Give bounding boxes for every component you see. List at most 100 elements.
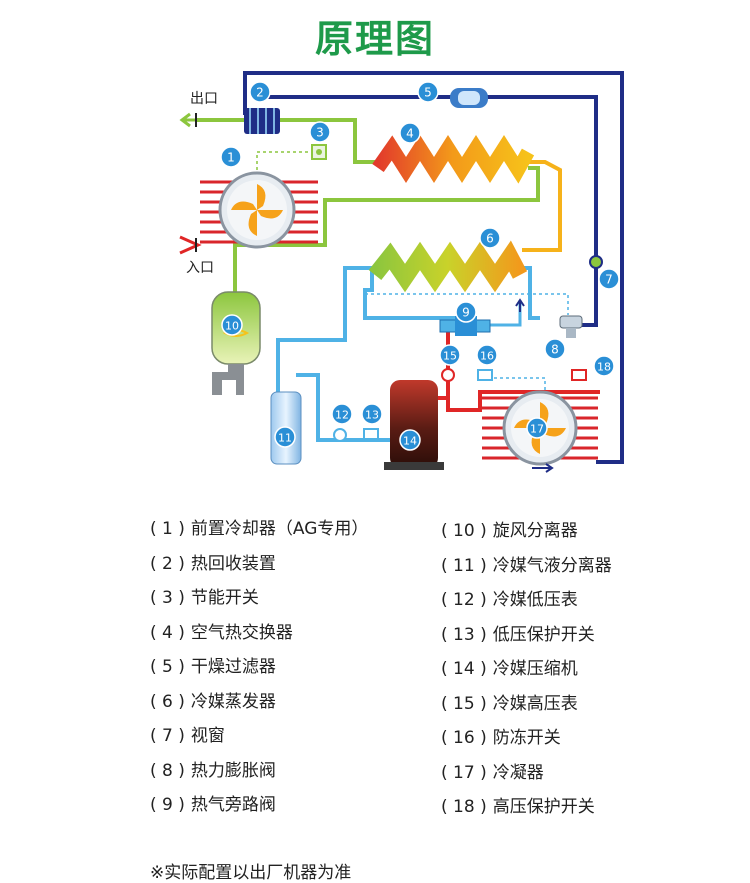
marker-5: 5: [417, 81, 439, 103]
legend-text: 干燥过滤器: [190, 657, 276, 677]
legend-text: 视窗: [190, 726, 225, 746]
air-heat-exchanger: [372, 134, 535, 184]
legend-text: 空气热交换器: [190, 622, 293, 643]
legend-text: 冷凝器: [492, 762, 544, 783]
legend-item: ( 10 )旋风分离器: [441, 514, 612, 549]
marker-label: 11: [278, 432, 292, 445]
marker-1: 1: [220, 146, 242, 168]
legend-text: 旋风分离器: [492, 521, 578, 541]
marker-label: 10: [225, 320, 239, 333]
marker-label: 7: [605, 273, 613, 287]
pre-cooler: [200, 171, 318, 249]
refrigerant-evaporator: [368, 240, 528, 293]
legend-number: ( 14 ): [441, 659, 487, 679]
marker-9: 9: [455, 301, 477, 323]
legend-text: 冷媒气液分离器: [492, 555, 612, 576]
arrow-up: [515, 298, 525, 312]
marker-14: 14: [399, 429, 421, 451]
refrigerant-compressor: [384, 380, 444, 470]
legend-text: 热气旁路阀: [190, 795, 276, 815]
marker-label: 9: [462, 306, 470, 320]
marker-label: 3: [316, 126, 324, 140]
outlet-arrow: [179, 112, 195, 128]
high-pressure-gauge: [441, 368, 455, 382]
legend-item: ( 12 )冷媒低压表: [441, 583, 612, 618]
legend-number: ( 18 ): [441, 797, 487, 817]
cyclone-separator: [211, 291, 261, 395]
marker-label: 12: [335, 409, 349, 422]
marker-2: 2: [249, 81, 271, 103]
marker-3: 3: [309, 121, 331, 143]
marker-8: 8: [544, 338, 566, 360]
marker-17: 17: [526, 417, 548, 439]
marker-label: 17: [530, 423, 544, 436]
low-pressure-switch: [363, 428, 379, 440]
legend-right-column: ( 10 )旋风分离器( 11 )冷媒气液分离器( 12 )冷媒低压表( 13 …: [441, 514, 612, 825]
legend-item: ( 7 )视窗: [150, 719, 368, 754]
marker-13: 13: [361, 403, 383, 425]
legend-text: 冷媒高压表: [492, 693, 578, 714]
legend-item: ( 4 )空气热交换器: [150, 616, 368, 651]
marker-label: 8: [551, 343, 559, 357]
suction-line: [522, 266, 540, 320]
legend-number: ( 6 ): [150, 691, 185, 712]
marker-7: 7: [598, 268, 620, 290]
legend-text: 防冻开关: [492, 728, 561, 748]
legend-item: ( 17 )冷凝器: [441, 756, 612, 791]
marker-label: 2: [256, 86, 264, 100]
refrigerant-line-navy: [243, 71, 624, 464]
outlet-label: 出口: [190, 91, 218, 107]
legend-text: 冷媒蒸发器: [190, 691, 276, 712]
legend-number: ( 17 ): [441, 762, 487, 783]
legend-number: ( 13 ): [441, 624, 487, 645]
inlet-label: 入口: [186, 260, 214, 276]
page-title: 原理图: [314, 16, 435, 61]
hot-gas-line: [515, 160, 562, 252]
marker-18: 18: [593, 355, 615, 377]
legend-number: ( 10 ): [441, 521, 487, 541]
marker-label: 6: [486, 232, 494, 246]
expansion-valve: [559, 315, 583, 338]
antifreeze-switch: [477, 369, 493, 381]
control-dashline: [365, 293, 569, 315]
legend-item: ( 3 )节能开关: [150, 581, 368, 616]
legend-number: ( 7 ): [150, 726, 185, 746]
legend-item: ( 6 )冷媒蒸发器: [150, 685, 368, 720]
legend-number: ( 4 ): [150, 622, 185, 643]
legend-text: 低压保护开关: [492, 624, 595, 645]
marker-label: 1: [227, 151, 235, 165]
legend-item: ( 1 )前置冷却器（AG专用）: [150, 512, 368, 547]
legend-left-column: ( 1 )前置冷却器（AG专用）( 2 )热回收装置( 3 )节能开关( 4 )…: [150, 512, 368, 823]
footnote: ※实际配置以出厂机器为准: [150, 863, 352, 883]
legend-number: ( 8 ): [150, 760, 185, 781]
legend-item: ( 8 )热力膨胀阀: [150, 754, 368, 789]
legend-item: ( 2 )热回收装置: [150, 547, 368, 582]
low-pressure-gauge: [333, 428, 347, 442]
marker-label: 15: [443, 350, 457, 363]
legend-number: ( 9 ): [150, 795, 185, 815]
legend-item: ( 18 )高压保护开关: [441, 790, 612, 825]
marker-6: 6: [479, 227, 501, 249]
inlet-arrow: [179, 235, 202, 255]
legend-number: ( 12 ): [441, 590, 487, 610]
marker-4: 4: [399, 122, 421, 144]
legend-item: ( 16 )防冻开关: [441, 721, 612, 756]
marker-12: 12: [331, 403, 353, 425]
legend-text: 热力膨胀阀: [190, 760, 276, 781]
legend-number: ( 5 ): [150, 657, 185, 677]
legend-text: 热回收装置: [190, 553, 276, 574]
evaporator-inlet-line: [276, 266, 372, 405]
legend-number: ( 11 ): [441, 555, 487, 576]
high-pressure-switch: [571, 369, 587, 381]
dryer-filter: [450, 88, 488, 108]
legend-number: ( 16 ): [441, 728, 487, 748]
heat-recovery-device: [244, 108, 280, 134]
legend-text: 节能开关: [190, 588, 259, 608]
marker-label: 14: [403, 435, 417, 448]
legend-text: 冷媒低压表: [492, 590, 578, 610]
legend-item: ( 11 )冷媒气液分离器: [441, 549, 612, 584]
marker-label: 13: [365, 409, 379, 422]
marker-label: 18: [597, 361, 611, 374]
